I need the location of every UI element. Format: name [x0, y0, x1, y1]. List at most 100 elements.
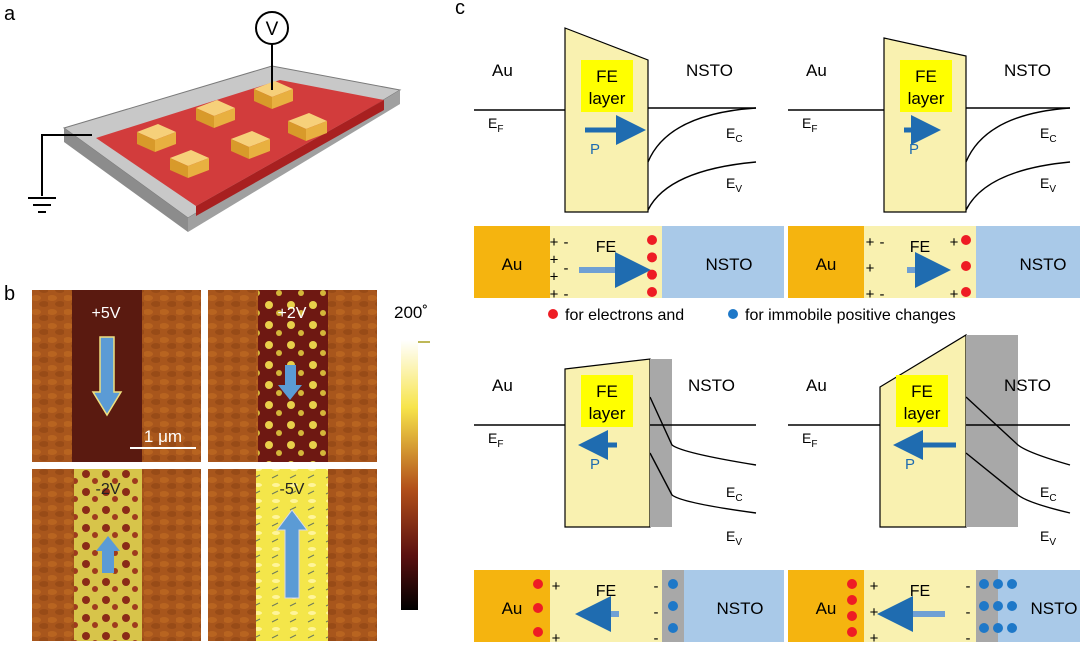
- fermi-level-label: EF: [488, 115, 503, 135]
- charge-sign: -: [654, 630, 659, 645]
- fe-label-line2: layer: [589, 404, 626, 423]
- electrode: [137, 124, 176, 152]
- valence-band-label: EV: [1040, 175, 1056, 195]
- charge-sign: +: [550, 286, 559, 303]
- fe-layer-label-box: [581, 60, 633, 112]
- positive-charge-dot-icon: [1007, 623, 1017, 633]
- fe-label-line1: FE: [596, 382, 618, 401]
- ground-icon: [28, 197, 56, 213]
- legend-text-positive: for immobile positive changes: [745, 307, 956, 324]
- voltmeter-icon: [255, 11, 289, 45]
- charge-sign: -: [880, 286, 885, 303]
- metal-block-label: Au: [502, 255, 523, 274]
- down-arrow-icon: [278, 365, 302, 400]
- conduction-band-label-main: E: [1040, 125, 1049, 141]
- voltage-label: +2V: [278, 305, 307, 322]
- charge-legend: for electrons and for immobile positive …: [548, 307, 956, 324]
- positive-charge-dot-icon: [979, 623, 989, 633]
- colorbar: 200˚: [394, 303, 430, 610]
- conduction-band-label-main: E: [1040, 484, 1049, 500]
- valence-band-curve: [649, 452, 757, 514]
- semiconductor-label: NSTO: [1004, 61, 1051, 80]
- valence-band-label-sub: V: [1049, 537, 1056, 548]
- fermi-level-label-main: E: [488, 430, 497, 446]
- voltmeter-symbol: V: [266, 19, 279, 40]
- electron-dot-icon: [647, 235, 657, 245]
- charge-sign: +: [866, 260, 875, 277]
- depletion-region: [966, 335, 1018, 527]
- electrode: [170, 150, 209, 178]
- valence-band-label: EV: [726, 175, 742, 195]
- polarization-label: P: [590, 141, 600, 158]
- fermi-level-label-sub: F: [811, 124, 817, 135]
- conduction-band-curve: [647, 107, 757, 163]
- pfm-tile: -5V: [208, 469, 377, 641]
- pfm-images: +5V 1 μm +2V -2V -5V: [32, 290, 377, 641]
- positive-charge-dot-icon: [1007, 601, 1017, 611]
- electrode: [196, 100, 235, 128]
- fe-layer-band: [879, 333, 967, 528]
- charge-sign: +: [870, 630, 879, 645]
- up-arrow-icon: [276, 509, 308, 599]
- electron-dot-icon: [647, 252, 657, 263]
- down-arrow-icon: [91, 336, 123, 417]
- electron-dot-icon: [847, 627, 857, 637]
- metal-block-label: Au: [816, 599, 837, 618]
- metal-label: Au: [492, 61, 513, 80]
- fe-label-line2: layer: [908, 89, 945, 108]
- electron-dot-icon: [847, 595, 857, 605]
- charge-sign: +: [552, 578, 561, 595]
- conduction-band-label-sub: C: [1049, 493, 1056, 504]
- polarization-label: P: [590, 456, 600, 473]
- valence-band-label-main: E: [1040, 528, 1049, 544]
- charge-sign: +: [950, 234, 959, 251]
- valence-band-curve: [965, 161, 1071, 211]
- device-schematic: V: [28, 11, 402, 232]
- up-arrow-icon: [96, 536, 120, 573]
- panel-label-a: a: [4, 3, 16, 25]
- fe-block-label: FE: [596, 583, 616, 600]
- polarization-label: P: [909, 141, 919, 158]
- valence-band-label-sub: V: [735, 537, 742, 548]
- fe-label-line2: layer: [904, 404, 941, 423]
- semiconductor-block-label: NSTO: [1020, 255, 1067, 274]
- charge-sign: -: [966, 630, 971, 645]
- fe-layer-label-box: [581, 375, 633, 427]
- positive-charge-dot-icon: [1007, 579, 1017, 589]
- valence-band-label-main: E: [726, 528, 735, 544]
- valence-band-curve: [647, 161, 757, 211]
- polarization-label: P: [905, 456, 915, 473]
- conduction-band-label-sub: C: [1049, 134, 1056, 145]
- positive-charge-dot-icon: [993, 579, 1003, 589]
- charge-sign: +: [550, 269, 559, 286]
- electrode: [288, 113, 327, 141]
- electrode: [254, 81, 293, 109]
- electron-dot-icon: [647, 269, 657, 280]
- metal-block-label: Au: [816, 255, 837, 274]
- metal-label: Au: [806, 61, 827, 80]
- scale-bar-label: 1 μm: [144, 427, 182, 446]
- semiconductor-block: [662, 226, 784, 298]
- valence-band-label: EV: [726, 528, 742, 548]
- semiconductor-label: NSTO: [1004, 376, 1051, 395]
- electron-dot-icon: [533, 603, 543, 613]
- fe-label-line1: FE: [911, 382, 933, 401]
- charge-sign: -: [966, 578, 971, 595]
- fermi-level-label-sub: F: [497, 439, 503, 450]
- fe-layer-label-box: [900, 60, 952, 112]
- fe-block: [864, 570, 976, 642]
- positive-charge-dot-icon: [993, 623, 1003, 633]
- gold-electrodes: [137, 81, 327, 178]
- voltage-label: -5V: [280, 481, 305, 498]
- charge-sign: +: [870, 604, 879, 621]
- charge-sign: +: [550, 234, 559, 251]
- conduction-band-curve: [649, 396, 757, 466]
- metal-label: Au: [806, 376, 827, 395]
- conduction-band-label-main: E: [726, 125, 735, 141]
- metal-block: [474, 226, 550, 298]
